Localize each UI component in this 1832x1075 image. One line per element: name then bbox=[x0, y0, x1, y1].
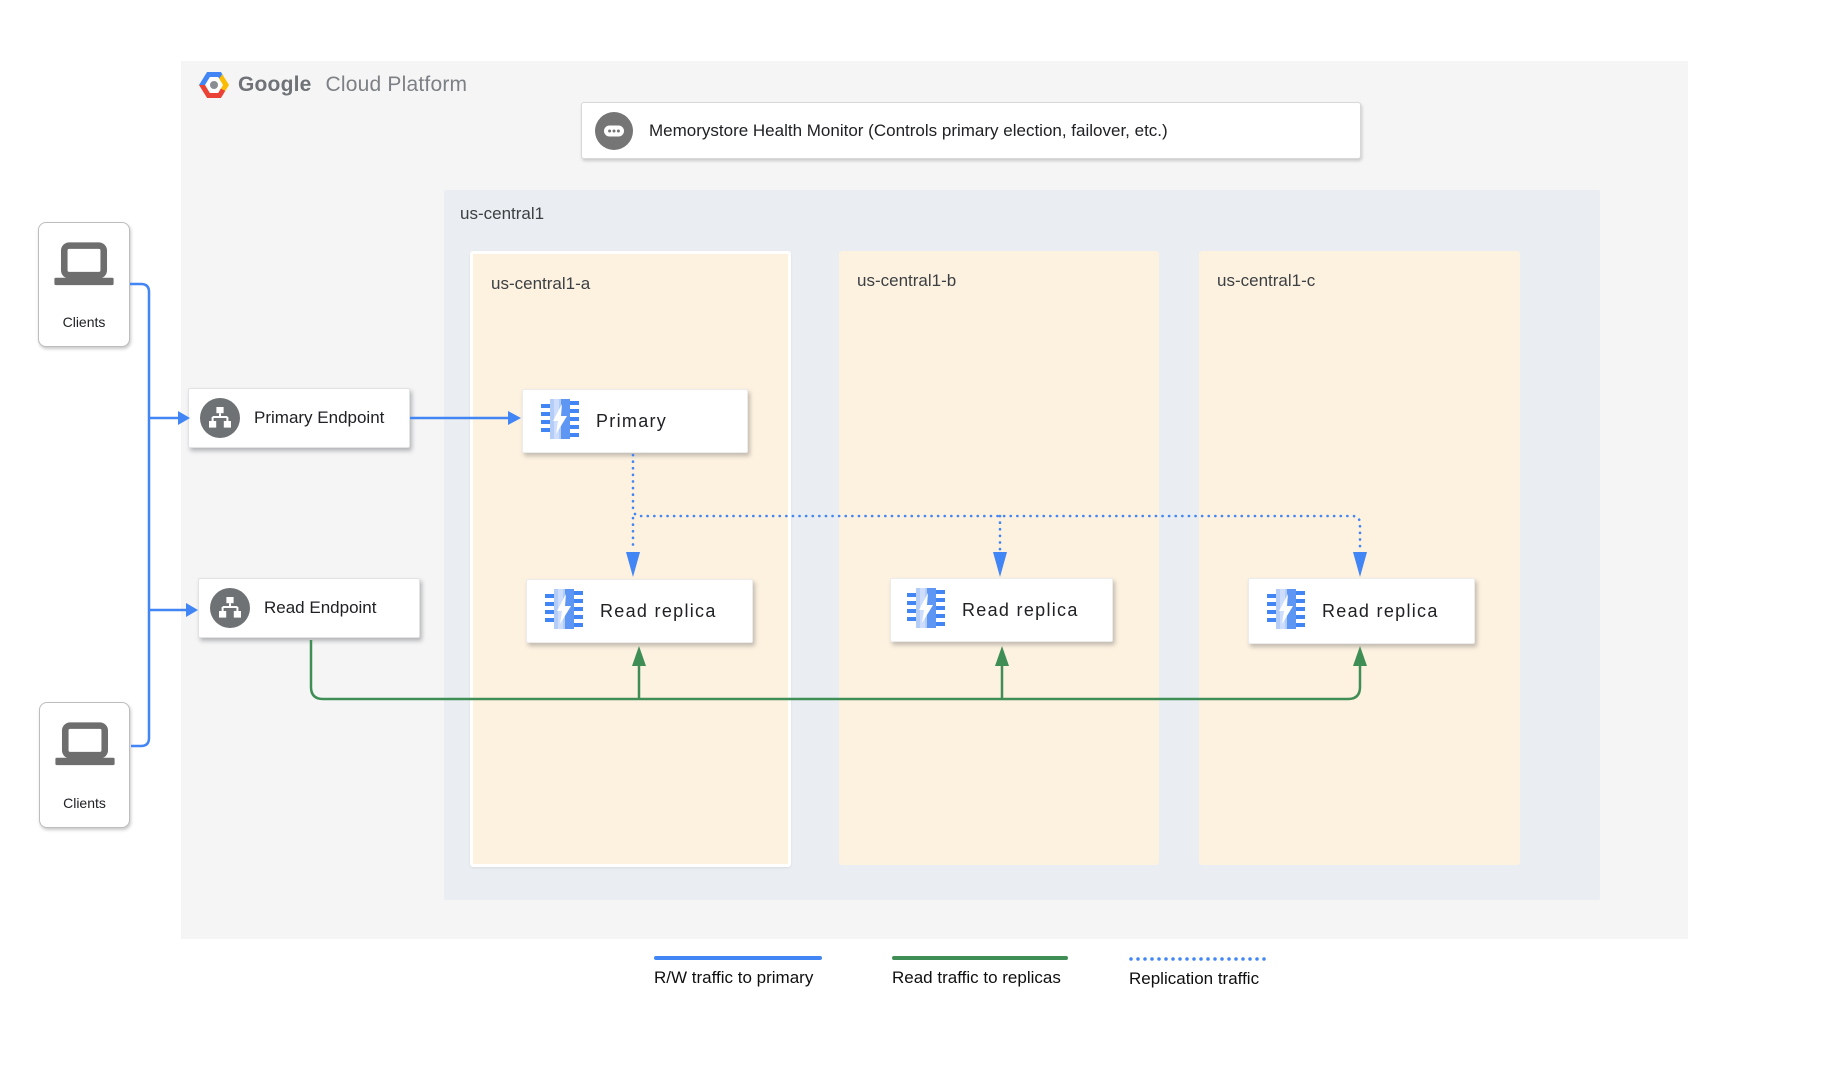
legend-rw-traffic: R/W traffic to primary bbox=[654, 956, 822, 988]
memorystore-icon bbox=[541, 398, 579, 445]
zone-c-label: us-central1-c bbox=[1217, 271, 1316, 290]
legend-dotted-blue-line bbox=[1129, 957, 1267, 961]
legend-solid-blue-line bbox=[654, 956, 822, 960]
clients-box-bottom: Clients bbox=[39, 702, 130, 828]
legend-label: Read traffic to replicas bbox=[892, 968, 1061, 987]
network-endpoint-icon bbox=[210, 588, 250, 628]
memorystore-icon bbox=[1267, 588, 1305, 635]
clients-label: Clients bbox=[62, 314, 106, 330]
zone-us-central1-a: us-central1-a bbox=[470, 251, 791, 867]
read-replica-box-c: Read replica bbox=[1248, 578, 1475, 644]
laptop-icon bbox=[47, 241, 121, 298]
primary-node-box: Primary bbox=[522, 389, 748, 453]
read-replica-box-b: Read replica bbox=[890, 578, 1113, 642]
memorystore-monitor-icon bbox=[595, 111, 633, 150]
legend-read-traffic: Read traffic to replicas bbox=[892, 956, 1068, 988]
clients-label: Clients bbox=[63, 795, 106, 811]
logo-brand-text: Google bbox=[238, 73, 312, 96]
read-replica-label: Read replica bbox=[1322, 600, 1439, 621]
legend-label: R/W traffic to primary bbox=[654, 968, 814, 987]
legend-label: Replication traffic bbox=[1129, 969, 1260, 988]
zone-us-central1-b: us-central1-b bbox=[839, 251, 1159, 865]
read-replica-label: Read replica bbox=[600, 600, 717, 621]
gcp-logo: Google Cloud Platform bbox=[199, 72, 467, 98]
health-monitor-label: Memorystore Health Monitor (Controls pri… bbox=[649, 120, 1168, 140]
primary-endpoint-box: Primary Endpoint bbox=[188, 388, 410, 448]
primary-node-label: Primary bbox=[596, 410, 668, 431]
read-endpoint-box: Read Endpoint bbox=[198, 578, 420, 638]
laptop-icon bbox=[48, 721, 122, 778]
health-monitor-box: Memorystore Health Monitor (Controls pri… bbox=[581, 102, 1361, 159]
legend-replication-traffic: Replication traffic bbox=[1129, 956, 1267, 989]
read-endpoint-label: Read Endpoint bbox=[264, 598, 377, 617]
read-replica-box-a: Read replica bbox=[526, 579, 753, 643]
primary-endpoint-label: Primary Endpoint bbox=[254, 408, 385, 427]
region-label: us-central1 bbox=[460, 204, 545, 223]
clients-box-top: Clients bbox=[38, 222, 130, 347]
network-endpoint-icon bbox=[200, 398, 240, 438]
legend-solid-green-line bbox=[892, 956, 1068, 960]
memorystore-icon bbox=[907, 587, 945, 634]
zone-b-label: us-central1-b bbox=[857, 271, 957, 290]
read-replica-label: Read replica bbox=[962, 599, 1079, 620]
memorystore-icon bbox=[545, 588, 583, 635]
gcp-hexagon-icon bbox=[199, 72, 229, 98]
zone-us-central1-c: us-central1-c bbox=[1199, 251, 1520, 865]
zone-a-label: us-central1-a bbox=[491, 274, 591, 293]
logo-suffix-text: Cloud Platform bbox=[325, 73, 468, 96]
